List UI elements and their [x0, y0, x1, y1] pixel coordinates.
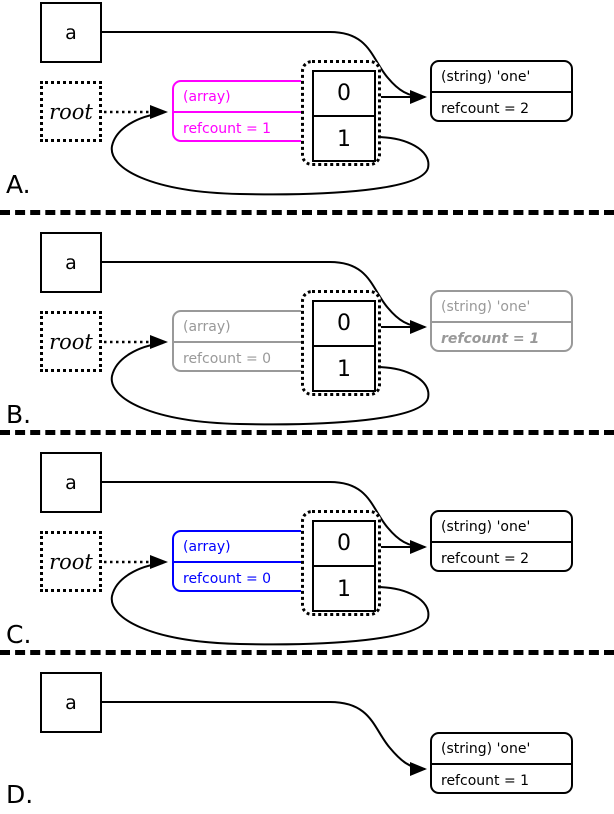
- arrowhead-to-string: [410, 762, 427, 776]
- variable-box-a[interactable]: a: [40, 452, 102, 513]
- panel-letter-b: B.: [6, 400, 32, 429]
- string-type-label: (string) 'one': [432, 512, 571, 543]
- arrowhead-to-string: [410, 540, 427, 554]
- array-zval[interactable]: (array) refcount = 1: [172, 80, 309, 142]
- edge-a-to-string: [102, 701, 426, 770]
- string-zval[interactable]: (string) 'one' refcount = 1: [430, 290, 573, 352]
- array-cell-1[interactable]: 1: [337, 357, 351, 382]
- string-zval[interactable]: (string) 'one' refcount = 2: [430, 60, 573, 122]
- array-cell-0[interactable]: 0: [314, 302, 374, 347]
- variable-label: a: [65, 471, 77, 494]
- string-refcount-label: refcount = 1: [441, 330, 540, 347]
- arrowhead-to-string: [410, 320, 427, 334]
- panel-letter-d: D.: [6, 780, 34, 809]
- array-zval[interactable]: (array) refcount = 0: [172, 530, 309, 592]
- array-cell-1[interactable]: 1: [337, 577, 351, 602]
- separator-3: [0, 650, 614, 655]
- array-cells: 0 1: [301, 290, 381, 396]
- variable-box-a[interactable]: a: [40, 672, 102, 733]
- array-type-label: (array): [174, 312, 307, 343]
- array-type-label: (array): [174, 532, 307, 563]
- panel-c-edges: [102, 481, 430, 646]
- array-cells: 0 1: [301, 510, 381, 616]
- array-cell-0[interactable]: 0: [314, 522, 374, 567]
- arrowhead-to-array: [150, 105, 168, 119]
- root-label: root: [49, 549, 93, 574]
- root-box[interactable]: root: [40, 531, 102, 592]
- string-zval[interactable]: (string) 'one' refcount = 2: [430, 510, 573, 572]
- separator-1: [0, 210, 614, 215]
- string-zval[interactable]: (string) 'one' refcount = 1: [430, 732, 573, 794]
- panel-b-edges: [102, 261, 430, 426]
- panel-d: a (string) 'one' refcount = 1 D.: [0, 650, 614, 814]
- array-cell-1[interactable]: 1: [337, 127, 351, 152]
- string-type-label: (string) 'one': [432, 62, 571, 93]
- string-type-label: (string) 'one': [432, 292, 571, 323]
- array-type-label: (array): [174, 82, 307, 113]
- array-refcount-label: refcount = 0: [183, 570, 272, 587]
- edge-cell1-to-array-loop: [110, 342, 430, 426]
- separator-2: [0, 430, 614, 435]
- panel-letter-a: A.: [6, 170, 31, 199]
- arrowhead-to-array: [150, 335, 168, 349]
- variable-box-a[interactable]: a: [40, 2, 102, 63]
- panel-letter-c: C.: [6, 620, 32, 649]
- variable-label: a: [65, 251, 77, 274]
- root-box[interactable]: root: [40, 81, 102, 142]
- variable-label: a: [65, 21, 77, 44]
- string-refcount-label: refcount = 2: [441, 100, 530, 117]
- edge-a-to-string: [102, 481, 426, 548]
- panel-b: a root (array) refcount = 0 0 1 (string)…: [0, 210, 614, 430]
- edge-a-to-string: [102, 261, 426, 328]
- array-cell-0[interactable]: 0: [314, 72, 374, 117]
- root-box[interactable]: root: [40, 311, 102, 372]
- arrowhead-to-string: [410, 90, 427, 104]
- array-zval[interactable]: (array) refcount = 0: [172, 310, 309, 372]
- array-cells: 0 1: [301, 60, 381, 166]
- arrowhead-to-array: [150, 555, 168, 569]
- variable-label: a: [65, 691, 77, 714]
- panel-a: a root (array) refcount = 1 0 1 (string)…: [0, 0, 614, 210]
- string-type-label: (string) 'one': [432, 734, 571, 765]
- array-refcount-label: refcount = 0: [183, 350, 272, 367]
- panel-c: a root (array) refcount = 0 0 1 (string)…: [0, 430, 614, 650]
- edge-cell1-to-array-loop: [110, 112, 430, 196]
- variable-box-a[interactable]: a: [40, 232, 102, 293]
- string-refcount-label: refcount = 2: [441, 550, 530, 567]
- panel-a-edges: [102, 31, 430, 196]
- panel-d-edges: [102, 701, 427, 776]
- root-label: root: [49, 99, 93, 124]
- edge-a-to-string: [102, 31, 426, 98]
- edge-cell1-to-array-loop: [110, 562, 430, 646]
- root-label: root: [49, 329, 93, 354]
- array-refcount-label: refcount = 1: [183, 120, 272, 137]
- string-refcount-label: refcount = 1: [441, 772, 530, 789]
